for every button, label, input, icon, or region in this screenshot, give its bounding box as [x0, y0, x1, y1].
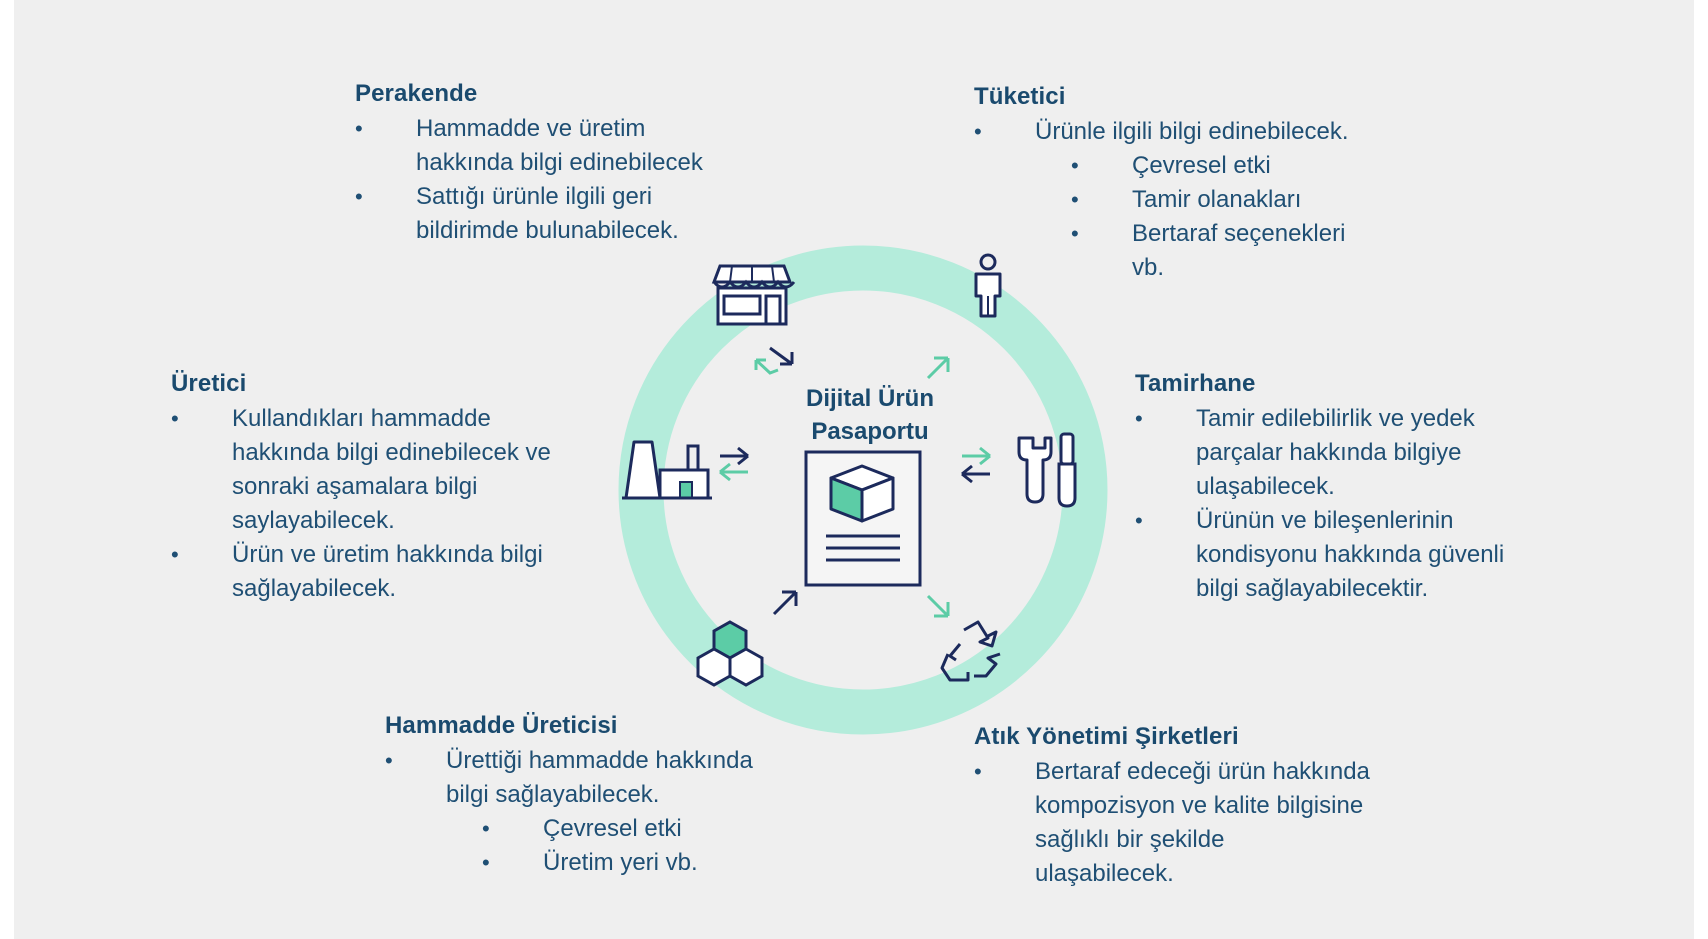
tamirhane-title: Tamirhane	[1135, 370, 1256, 397]
uretici-block: Üretici Kullandıkları hammadde hakkında …	[171, 370, 551, 606]
tuketici-title: Tüketici	[974, 83, 1066, 110]
passport-document-icon	[804, 450, 922, 587]
tuketici-subitem: Tamir olanakları	[974, 183, 1349, 217]
arrow-repair-exchange	[961, 446, 991, 484]
tamirhane-item: Tamir edilebilirlik ve yedek	[1135, 402, 1504, 436]
atik-item-cont: kompozisyon ve kalite bilgisine	[1035, 792, 1364, 819]
store-icon	[711, 264, 796, 326]
atik-item-cont: sağlıklı bir şekilde	[1035, 826, 1225, 853]
uretici-item-cont: hakkında bilgi edinebilecek ve	[232, 439, 551, 466]
tamirhane-item-cont: kondisyonu hakkında güvenli	[1196, 541, 1505, 568]
perakende-block: Perakende Hammadde ve üretim hakkında bi…	[355, 80, 703, 248]
center-title: Dijital Ürün Pasaportu	[770, 382, 970, 448]
arrow-raw-to-center	[772, 590, 798, 616]
tools-icon	[1017, 432, 1077, 508]
center-title-line2: Pasaportu	[811, 418, 929, 445]
person-icon	[974, 253, 1002, 318]
arrow-center-to-consumer	[926, 356, 950, 380]
hexagon-molecule-icon	[696, 620, 764, 687]
atik-title: Atık Yönetimi Şirketleri	[974, 723, 1239, 750]
tamirhane-item-cont: ulaşabilecek.	[1196, 473, 1335, 500]
hammadde-subitem: Üretim yeri vb.	[385, 846, 753, 880]
recycle-icon	[940, 620, 1001, 682]
tamirhane-item-cont: bilgi sağlayabilecektir.	[1196, 575, 1429, 602]
tuketici-subitem-cont: vb.	[1132, 254, 1165, 281]
hammadde-title: Hammadde Üreticisi	[385, 712, 618, 739]
tuketici-item: Ürünle ilgili bilgi edinebilecek.	[974, 115, 1349, 149]
center-title-line1: Dijital Ürün	[805, 385, 934, 412]
tamirhane-block: Tamirhane Tamir edilebilirlik ve yedek p…	[1135, 370, 1504, 606]
tuketici-subitem: Bertaraf seçenekleri	[974, 217, 1349, 251]
hammadde-block: Hammadde Üreticisi Ürettiği hammadde hak…	[385, 712, 753, 880]
perakende-item: Sattığı ürünle ilgili geri	[355, 180, 703, 214]
arrow-factory-exchange	[719, 446, 749, 482]
uretici-item: Ürün ve üretim hakkında bilgi	[171, 538, 551, 572]
uretici-title: Üretici	[171, 370, 247, 397]
atik-block: Atık Yönetimi Şirketleri Bertaraf edeceğ…	[974, 723, 1370, 891]
perakende-item-cont: hakkında bilgi edinebilecek	[416, 149, 703, 176]
hammadde-subitem: Çevresel etki	[385, 812, 753, 846]
hammadde-item: Ürettiği hammadde hakkında	[385, 744, 753, 778]
perakende-item-cont: bildirimde bulunabilecek.	[416, 217, 679, 244]
perakende-item: Hammadde ve üretim	[355, 112, 703, 146]
arrow-store-to-center	[754, 346, 794, 375]
atik-item-cont: ulaşabilecek.	[1035, 860, 1174, 887]
perakende-title: Perakende	[355, 80, 478, 107]
uretici-item-cont: sonraki aşamalara bilgi	[232, 473, 478, 500]
arrow-center-to-waste	[926, 594, 950, 618]
tuketici-block: Tüketici Ürünle ilgili bilgi edinebilece…	[974, 83, 1349, 285]
tuketici-subitem: Çevresel etki	[974, 149, 1349, 183]
atik-item: Bertaraf edeceği ürün hakkında	[974, 755, 1370, 789]
factory-icon	[622, 440, 712, 500]
uretici-item-cont: sağlayabilecek.	[232, 575, 397, 602]
tamirhane-item-cont: parçalar hakkında bilgiye	[1196, 439, 1462, 466]
hammadde-item-cont: bilgi sağlayabilecek.	[446, 781, 660, 808]
uretici-item: Kullandıkları hammadde	[171, 402, 551, 436]
tamirhane-item: Ürünün ve bileşenlerinin	[1135, 504, 1504, 538]
uretici-item-cont: saylayabilecek.	[232, 507, 395, 534]
